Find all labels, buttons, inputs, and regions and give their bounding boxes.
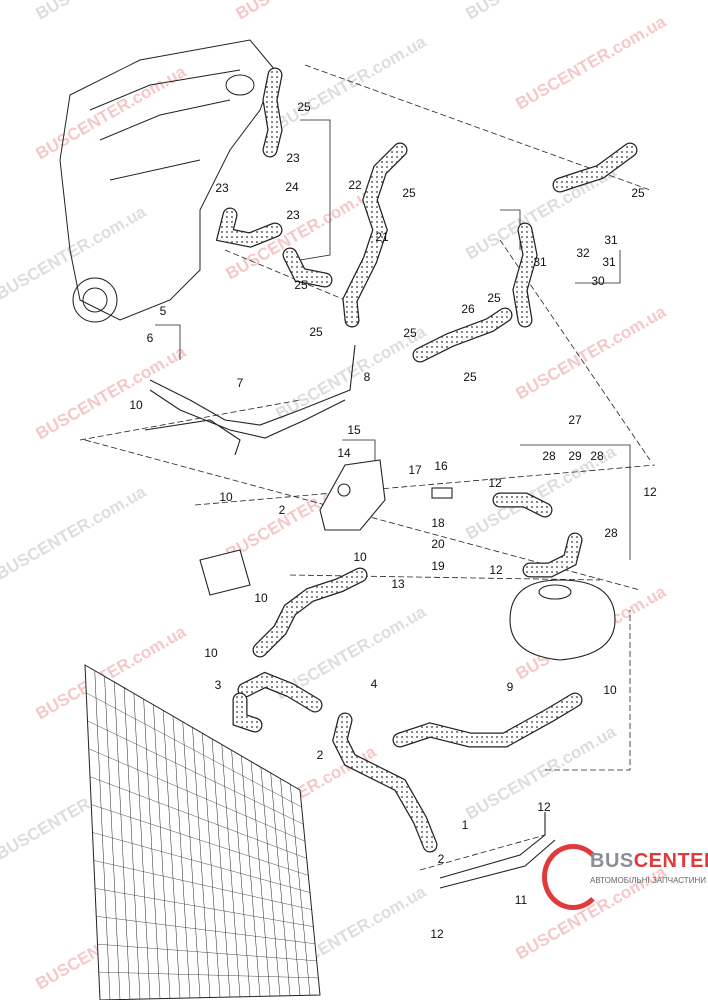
hose (232, 692, 263, 733)
hose (237, 671, 323, 713)
callout-number: 5 (160, 304, 167, 318)
callout-number: 15 (347, 423, 361, 437)
callout-number: 18 (431, 516, 445, 530)
callout-number: 31 (533, 255, 547, 269)
thermostat-housing (319, 459, 453, 531)
callout-number: 25 (294, 278, 308, 292)
hose (342, 142, 408, 328)
callout-number: 4 (371, 677, 378, 691)
callout-number: 16 (434, 459, 448, 473)
watermark-text: BUSCENTER.com.ua (513, 12, 670, 114)
hose (512, 222, 538, 328)
callout-number: 25 (309, 325, 323, 339)
callout-number: 25 (631, 186, 645, 200)
callout-number: 10 (204, 646, 218, 660)
engine-block (59, 39, 276, 323)
hose (392, 692, 583, 748)
callout-number: 25 (297, 100, 311, 114)
callout-number: 11 (515, 893, 528, 907)
callout-number: 25 (463, 370, 477, 384)
callout-number: 10 (254, 591, 268, 605)
hose (252, 567, 368, 658)
callout-number: 8 (364, 370, 371, 384)
watermark-text: BUSCENTER.com.ua (0, 482, 150, 584)
callout-number: 12 (430, 927, 444, 941)
hose (262, 67, 283, 158)
hose (522, 532, 583, 578)
hose (552, 142, 638, 193)
hose (332, 712, 438, 853)
buscenter-logo: BUSCENTER АВТОМОБІЛЬНІ ЗАПЧАСТИНИ (542, 838, 708, 910)
watermark-text: BUSCENTER.com.ua (273, 32, 430, 134)
coolant-pipes (144, 344, 556, 889)
hose (412, 307, 513, 363)
callout-number: 23 (286, 208, 300, 222)
watermark-text: BUSCENTER.com.ua (463, 0, 620, 23)
logo-brand: BUSCENTER (590, 850, 708, 872)
callout-number: 28 (590, 449, 604, 463)
callout-number: 12 (489, 563, 503, 577)
callout-number: 22 (348, 178, 362, 192)
callout-number: 3 (215, 678, 222, 692)
callout-number: 31 (602, 255, 616, 269)
callout-number: 10 (603, 683, 617, 697)
callout-number: 2 (438, 852, 445, 866)
callout-number: 27 (568, 413, 582, 427)
logo-c-mark (542, 844, 604, 910)
callout-number: 21 (375, 230, 389, 244)
hose (282, 247, 333, 288)
callout-number: 28 (604, 526, 618, 540)
callout-number: 12 (488, 476, 502, 490)
callout-number: 31 (604, 233, 618, 247)
watermark-text: BUSCENTER.com.ua (0, 202, 150, 304)
callout-number: 12 (643, 485, 657, 499)
logo-subtitle: АВТОМОБІЛЬНІ ЗАПЧАСТИНИ (590, 876, 706, 885)
expansion-tank (199, 549, 616, 661)
radiator (84, 664, 321, 1000)
callout-number: 23 (286, 151, 300, 165)
watermark-text: BUSCENTER.com.ua (513, 302, 670, 404)
callout-number: 10 (129, 398, 143, 412)
solid-leaders (155, 119, 631, 560)
callout-number: 23 (215, 181, 229, 195)
hoses (215, 67, 638, 853)
callout-number: 13 (391, 577, 405, 591)
watermark-text: BUSCENTER.com.ua (33, 62, 190, 164)
watermark-text: BUSCENTER.com.ua (33, 0, 190, 23)
callout-number: 10 (219, 490, 233, 504)
callout-number: 17 (408, 463, 422, 477)
callout-number: 25 (487, 291, 501, 305)
callout-number: 19 (431, 559, 445, 573)
callout-number: 20 (431, 537, 445, 551)
callout-number: 32 (576, 246, 590, 260)
hose (215, 207, 283, 248)
callout-number: 6 (147, 331, 154, 345)
callout-number: 2 (279, 503, 286, 517)
callout-number: 30 (591, 274, 605, 288)
callout-number: 12 (537, 800, 551, 814)
callout-number: 2 (317, 748, 324, 762)
hose (492, 492, 553, 518)
callout-number: 9 (507, 680, 514, 694)
callout-number: 7 (237, 376, 244, 390)
callout-number: 28 (542, 449, 556, 463)
callout-number: 10 (353, 550, 367, 564)
callout-number: 26 (461, 302, 475, 316)
callout-number: 29 (568, 449, 582, 463)
callout-number: 24 (285, 180, 299, 194)
callout-number: 14 (337, 446, 351, 460)
callout-number: 25 (403, 326, 417, 340)
watermark-text: BUSCENTER.com.ua (233, 0, 390, 23)
callout-number: 25 (402, 186, 416, 200)
watermark-text: BUSCENTER.com.ua (33, 342, 190, 444)
callout-number: 1 (462, 818, 469, 832)
